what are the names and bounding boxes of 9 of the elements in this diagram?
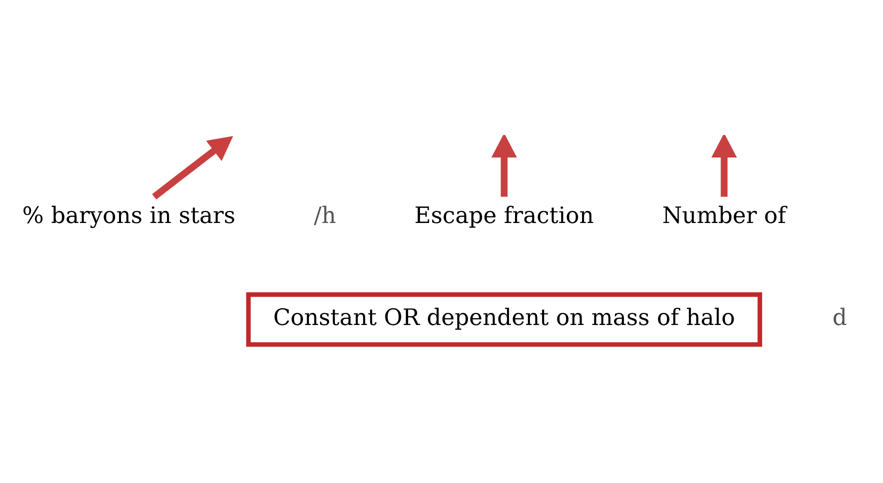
arrow <box>152 135 234 199</box>
arrow <box>491 134 517 196</box>
node-text: Escape fraction <box>414 202 594 229</box>
label: /h <box>314 202 336 229</box>
node-text: % baryons in stars <box>22 202 236 229</box>
node-box: Constant OR dependent on mass of halo <box>246 292 762 346</box>
label: d <box>832 304 848 331</box>
arrow <box>711 134 737 196</box>
node-text: Number of <box>662 202 786 229</box>
